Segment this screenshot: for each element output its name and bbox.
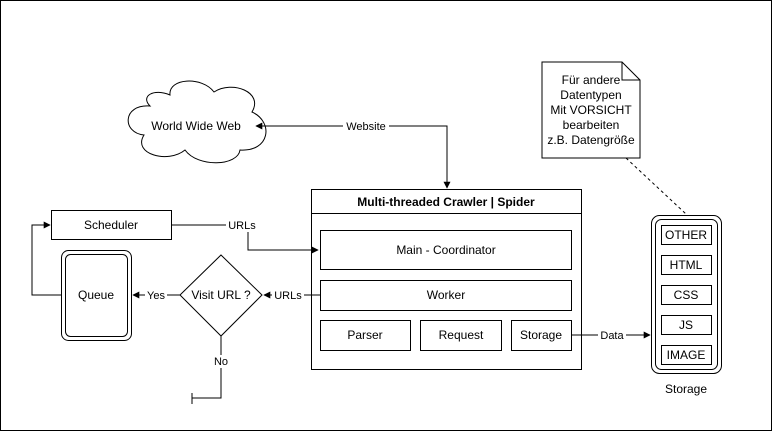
edge-no-label: No bbox=[214, 356, 228, 368]
note-line-3: Mit VORSICHT bbox=[550, 103, 632, 117]
worker-label: Worker bbox=[427, 288, 465, 302]
note-line-1: Für andere bbox=[562, 73, 621, 87]
edge-data-label: Data bbox=[600, 330, 624, 342]
world-wide-web-cloud: World Wide Web bbox=[127, 80, 267, 164]
storage-item-css-label: CSS bbox=[674, 288, 699, 302]
storage-item-css: CSS bbox=[661, 285, 712, 305]
parser-label: Parser bbox=[347, 328, 382, 342]
storage-caption: Storage bbox=[665, 382, 707, 396]
main-coordinator-box: Main - Coordinator bbox=[320, 230, 572, 270]
storage-item-js-label: JS bbox=[679, 318, 693, 332]
storage-item-html: HTML bbox=[661, 255, 712, 275]
crawler-title: Multi-threaded Crawler | Spider bbox=[357, 195, 535, 209]
queue-label: Queue bbox=[78, 288, 114, 302]
worker-box: Worker bbox=[320, 280, 572, 311]
edge-website bbox=[255, 122, 451, 189]
storage-inner-label: Storage bbox=[520, 328, 562, 342]
storage-item-other-label: OTHER bbox=[665, 228, 707, 242]
scheduler-label: Scheduler bbox=[84, 218, 138, 232]
queue-box: Queue bbox=[61, 250, 132, 341]
note-link-dashed bbox=[625, 157, 687, 215]
storage-inner-box: Storage bbox=[511, 320, 572, 351]
decision-label: Visit URL ? bbox=[191, 288, 251, 302]
edge-urls-to-coordinator bbox=[172, 224, 319, 254]
edge-yes-label: Yes bbox=[147, 290, 165, 302]
storage-item-js: JS bbox=[661, 315, 712, 335]
scheduler-box: Scheduler bbox=[51, 210, 172, 240]
request-label: Request bbox=[439, 328, 484, 342]
note-shape: Für andere Datentypen Mit VORSICHT bearb… bbox=[541, 61, 641, 159]
storage-item-image-label: IMAGE bbox=[667, 348, 706, 362]
note-line-2: Datentypen bbox=[560, 88, 621, 102]
note-line-4: bearbeiten bbox=[563, 118, 620, 132]
cloud-label: World Wide Web bbox=[151, 119, 241, 133]
edge-website-label: Website bbox=[346, 121, 386, 133]
storage-item-other: OTHER bbox=[661, 225, 712, 245]
main-coordinator-label: Main - Coordinator bbox=[396, 243, 495, 257]
edge-queue-to-scheduler bbox=[31, 221, 62, 296]
edge-urls-worker-label: URLs bbox=[274, 290, 302, 302]
storage-item-html-label: HTML bbox=[670, 258, 703, 272]
note-line-5: z.B. Datengröße bbox=[547, 133, 635, 147]
storage-item-image: IMAGE bbox=[661, 345, 712, 365]
request-box: Request bbox=[420, 320, 502, 351]
parser-box: Parser bbox=[320, 320, 411, 351]
edge-urls-top-label: URLs bbox=[228, 220, 256, 232]
